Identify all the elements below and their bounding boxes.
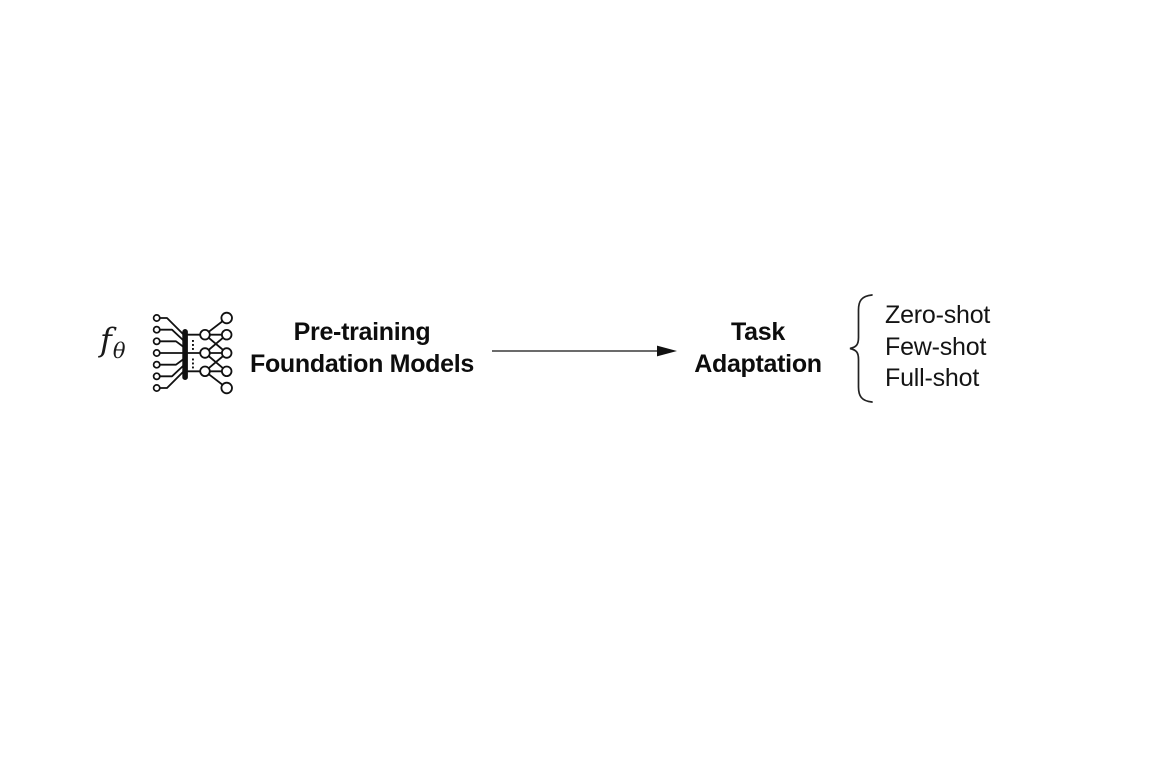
model-symbol-subscript: θ xyxy=(112,339,126,363)
pretraining-line2: Foundation Models xyxy=(249,350,475,378)
model-symbol-f-theta: fθ xyxy=(100,321,126,363)
option-few-shot: Few-shot xyxy=(885,332,987,361)
task-line1: Task xyxy=(731,318,785,346)
left-curly-brace-icon xyxy=(847,292,876,410)
model-symbol-base: f xyxy=(100,321,112,359)
option-full-shot: Full-shot xyxy=(885,364,980,393)
adaptation-options-list: Zero-shot Few-shot Full-shot xyxy=(885,300,990,395)
right-arrow-icon xyxy=(488,342,683,365)
task-line2: Adaptation xyxy=(694,350,822,378)
task-adaptation-stage-label: Task Adaptation xyxy=(682,316,834,380)
pretraining-stage-label: Pre-training Foundation Models xyxy=(231,316,493,380)
pretraining-line1: Pre-training xyxy=(293,318,431,346)
option-zero-shot: Zero-shot xyxy=(885,301,991,329)
neural-network-icon xyxy=(146,300,238,405)
